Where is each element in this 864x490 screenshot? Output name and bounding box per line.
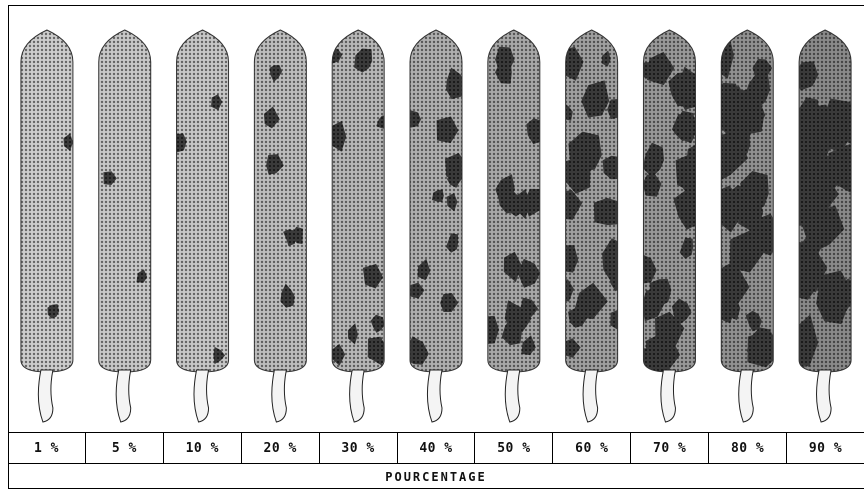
- leaf-50-percent: [473, 30, 549, 422]
- petiole: [38, 370, 53, 422]
- percentage-label: 1 %: [8, 433, 86, 463]
- lesion: [473, 316, 499, 345]
- percentage-label: 60 %: [553, 433, 631, 463]
- leaf-90-percent: [784, 30, 864, 422]
- petiole: [116, 370, 131, 422]
- petiole: [739, 370, 754, 422]
- leaf-80-percent: [706, 30, 787, 422]
- leaf-20-percent: [254, 30, 306, 422]
- percentage-label: 30 %: [320, 433, 398, 463]
- petiole: [427, 370, 442, 422]
- petiole: [194, 370, 209, 422]
- percentage-label: 70 %: [631, 433, 709, 463]
- petiole: [350, 370, 365, 422]
- lesion: [747, 331, 786, 368]
- percentage-label: 90 %: [787, 433, 864, 463]
- percentage-label-row: 1 %5 %10 %20 %30 %40 %50 %60 %70 %80 %90…: [8, 432, 864, 464]
- percentage-label: 5 %: [86, 433, 164, 463]
- leaf-60-percent: [553, 30, 636, 422]
- percentage-label: 10 %: [164, 433, 242, 463]
- percentage-label: 80 %: [709, 433, 787, 463]
- leaf-30-percent: [328, 30, 390, 422]
- leaf-5-percent: [99, 30, 151, 422]
- leaf-40-percent: [404, 30, 469, 422]
- petiole: [661, 370, 676, 422]
- percentage-label: 50 %: [475, 433, 553, 463]
- lesion: [594, 198, 624, 225]
- petiole: [272, 370, 287, 422]
- leaf-10-percent: [172, 30, 229, 422]
- petiole: [505, 370, 520, 422]
- pourcentage-footer: POURCENTAGE: [8, 464, 864, 489]
- petiole: [583, 370, 598, 422]
- leaf-70-percent: [631, 30, 713, 422]
- percentage-label: 20 %: [242, 433, 320, 463]
- percentage-label: 40 %: [398, 433, 476, 463]
- petiole: [817, 370, 832, 422]
- leaf-1-percent: [21, 30, 73, 422]
